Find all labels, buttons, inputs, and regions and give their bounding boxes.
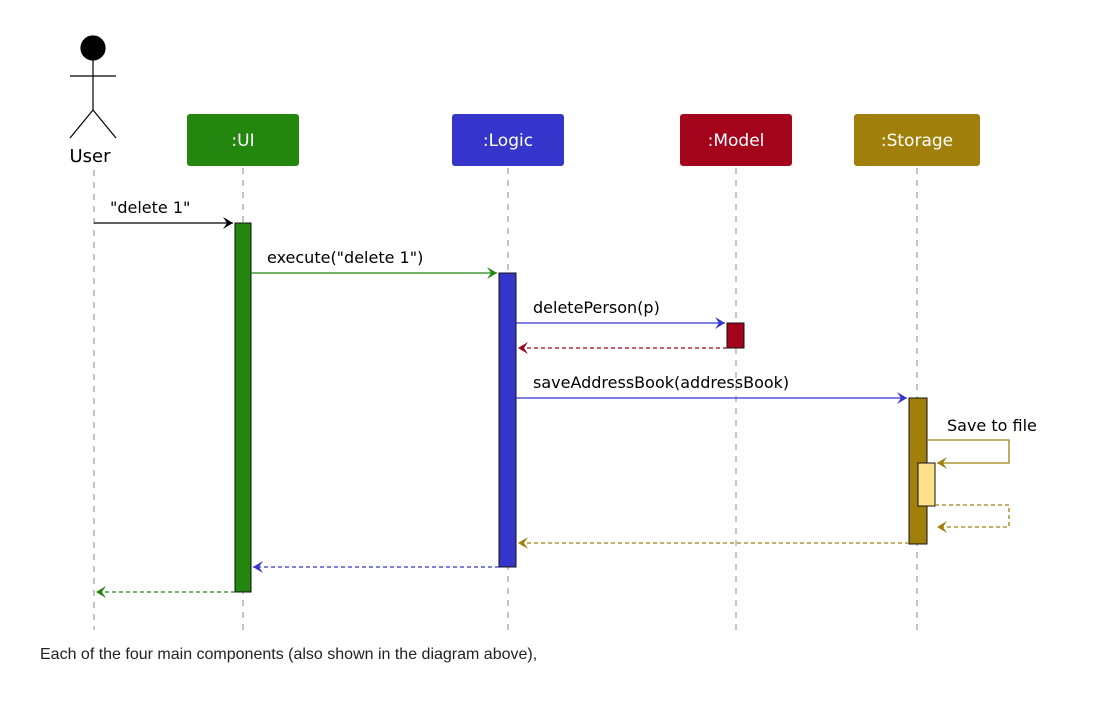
activation-model <box>726 322 745 349</box>
message-delete-1: "delete 1" <box>94 198 233 229</box>
participant-model: :Model <box>680 114 792 166</box>
user-actor-icon <box>69 35 117 139</box>
return-from-save-to-file <box>935 504 1010 533</box>
message-execute: execute("delete 1") <box>251 248 497 279</box>
sequence-diagram: User :UI :Logic :Model :Storage "delete … <box>69 35 1037 630</box>
activation-ui <box>234 222 252 593</box>
caption-text: Each of the four main components (also s… <box>40 646 538 663</box>
activation-storage-self <box>917 462 936 507</box>
message-delete-1-label: "delete 1" <box>110 198 190 217</box>
message-save-to-file: Save to file <box>927 416 1037 469</box>
participant-storage-label: :Storage <box>881 131 953 151</box>
participant-storage: :Storage <box>854 114 980 166</box>
actor-label: User <box>69 146 111 167</box>
message-delete-person: deletePerson(p) <box>516 298 725 329</box>
message-delete-person-label: deletePerson(p) <box>533 298 660 317</box>
message-save-to-file-label: Save to file <box>947 416 1037 435</box>
participant-ui: :UI <box>187 114 299 166</box>
participant-logic: :Logic <box>452 114 564 166</box>
participant-ui-label: :UI <box>231 131 254 151</box>
message-execute-label: execute("delete 1") <box>267 248 423 267</box>
activation-logic <box>498 272 517 568</box>
message-save-address-book-label: saveAddressBook(addressBook) <box>533 373 789 392</box>
participant-logic-label: :Logic <box>483 131 533 151</box>
message-save-address-book: saveAddressBook(addressBook) <box>516 373 907 404</box>
participant-model-label: :Model <box>708 131 765 151</box>
